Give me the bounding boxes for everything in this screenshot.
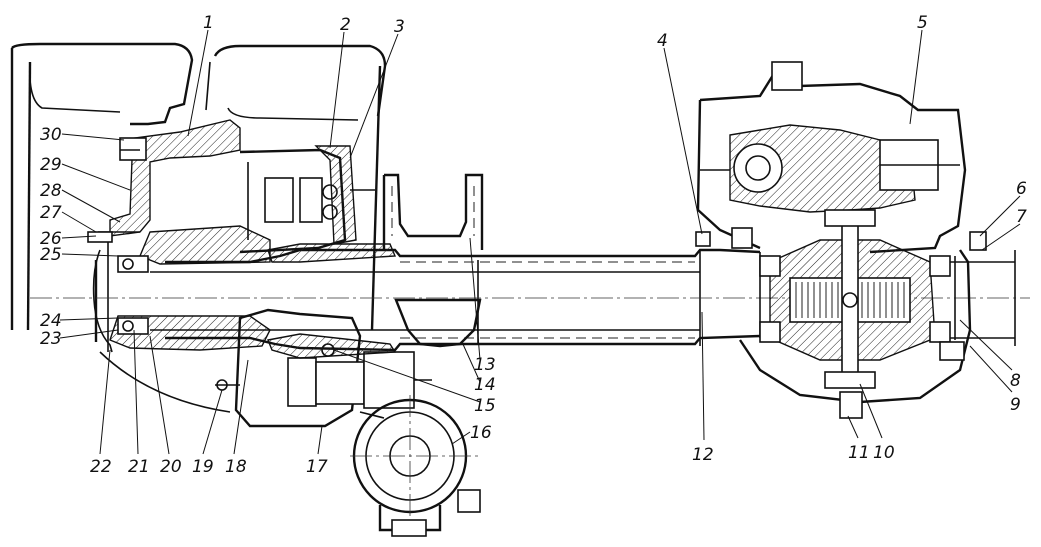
callout-8: 8 (1010, 371, 1021, 391)
callout-12: 12 (692, 445, 714, 465)
axle-housing (30, 243, 1030, 359)
callout-22: 22 (90, 457, 112, 477)
callout-14: 14 (474, 375, 496, 395)
callout-27: 27 (40, 203, 62, 223)
callout-4: 4 (657, 31, 668, 51)
callout-labels: 1 2 3 4 5 6 7 8 9 10 11 12 13 14 15 16 1… (40, 13, 1027, 477)
callout-10: 10 (873, 443, 895, 463)
differential (695, 209, 1016, 389)
callout-6: 6 (1016, 179, 1027, 199)
final-drive-housing (696, 61, 972, 419)
callout-26: 26 (40, 229, 62, 249)
callout-1: 1 (203, 13, 214, 33)
callout-24: 24 (40, 311, 62, 331)
callout-2: 2 (340, 15, 351, 35)
brake-assembly (215, 145, 432, 428)
callout-15: 15 (474, 396, 496, 416)
callout-23: 23 (40, 329, 62, 349)
callout-29: 29 (40, 155, 62, 175)
callout-21: 21 (128, 457, 150, 477)
callout-20: 20 (160, 457, 182, 477)
leader-lines (59, 29, 1021, 455)
callout-5: 5 (917, 13, 928, 33)
callout-13: 13 (474, 355, 496, 375)
callout-30: 30 (40, 125, 62, 145)
spring-seat (382, 173, 484, 348)
wheel-hub (87, 119, 271, 413)
callout-25: 25 (40, 245, 62, 265)
callout-11: 11 (848, 443, 870, 463)
callout-3: 3 (394, 17, 405, 37)
brake-chamber (350, 395, 481, 537)
callout-18: 18 (225, 457, 247, 477)
callout-28: 28 (40, 181, 62, 201)
callout-17: 17 (306, 457, 328, 477)
callout-9: 9 (1010, 395, 1021, 415)
dual-wheel-tires (10, 42, 387, 331)
callout-16: 16 (470, 423, 492, 443)
callout-7: 7 (1016, 207, 1027, 227)
callout-19: 19 (192, 457, 214, 477)
